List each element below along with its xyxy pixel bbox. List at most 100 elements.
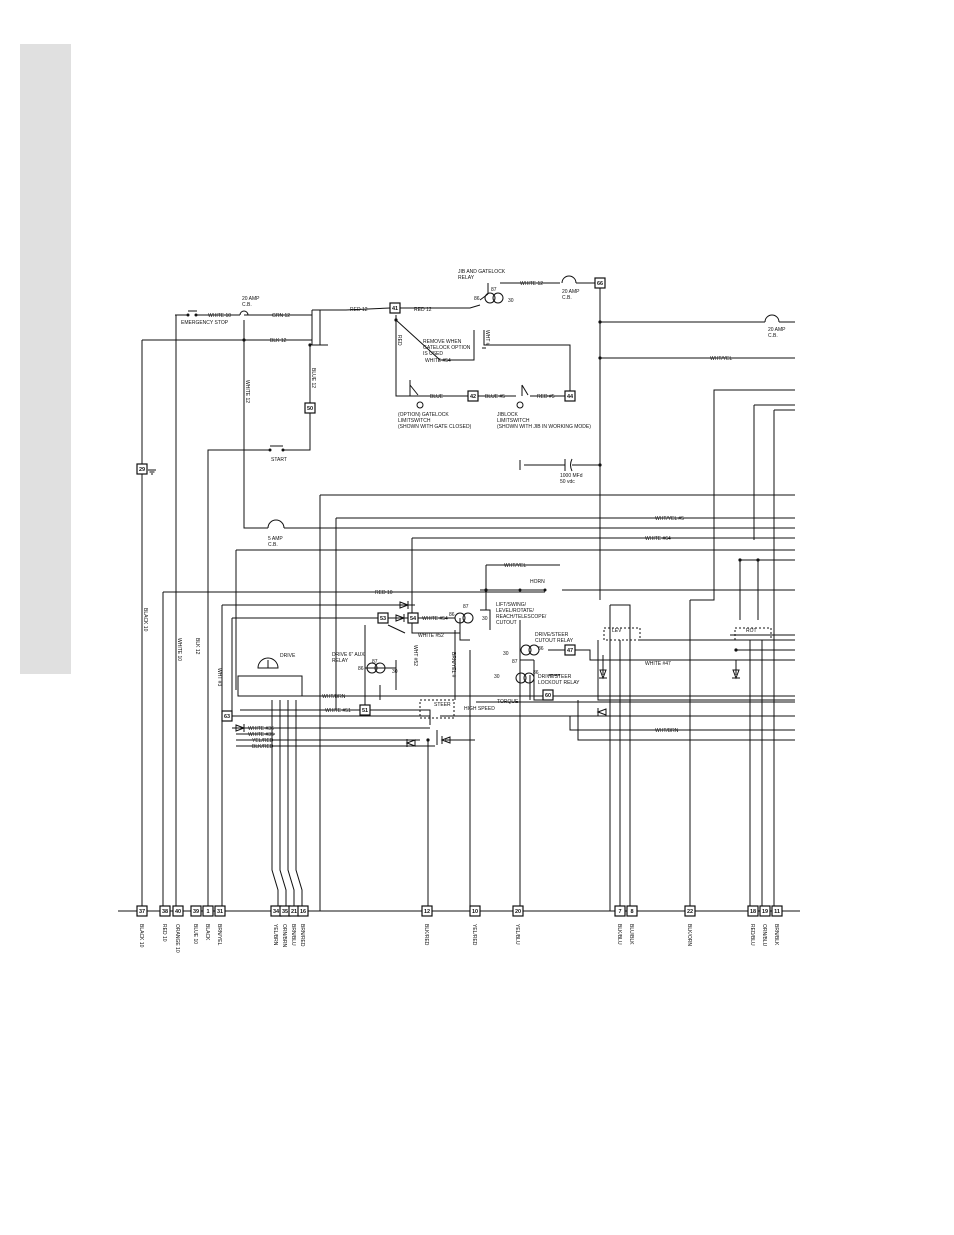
- component-symbols: [148, 275, 780, 747]
- bottom-terminal-wire-label: RED 10: [161, 924, 167, 942]
- terminal-44: 44: [564, 390, 576, 402]
- bottom-terminal-number: 16: [300, 909, 306, 915]
- bottom-terminal-number: 34: [273, 909, 280, 915]
- bottom-terminal-number: 37: [139, 909, 145, 915]
- lift-relay-pin-30: 30: [482, 616, 488, 622]
- wire-labels: WHITE 10 GRN 12 BLK 12 RED 12 RED 12 WHI…: [142, 281, 732, 750]
- wire-blue: BLUE: [430, 394, 444, 400]
- svg-text:47: 47: [567, 648, 573, 654]
- svg-text:63: 63: [224, 714, 230, 720]
- horn-label: HORN: [530, 579, 545, 585]
- wire-red-12-a: RED 12: [350, 307, 368, 313]
- bottom-terminal-wire-label: RED/BLU: [749, 924, 755, 946]
- wire-white-12-v: WHITE 12: [244, 380, 250, 403]
- svg-text:50: 50: [307, 406, 313, 412]
- wire-wht-yel-horn: WHT/YEL: [504, 563, 526, 569]
- svg-text:29: 29: [139, 467, 145, 473]
- wire-red-5: RED #5: [537, 394, 555, 400]
- bottom-terminal-number: 18: [750, 909, 756, 915]
- terminal-54: 54: [407, 612, 419, 624]
- bottom-terminal-number: 19: [762, 909, 768, 915]
- wire-white-10-v: WHITE 10: [176, 638, 182, 661]
- wire-white-12-jib: WHITE 12: [520, 281, 543, 287]
- wire-wht-v: WHT #3: [216, 668, 222, 686]
- wire-grn-12: GRN 12: [272, 313, 290, 319]
- terminal-53: 53: [377, 612, 389, 624]
- wire-wht-v2: WHT #: [484, 330, 490, 346]
- terminal-50: 50: [304, 402, 316, 414]
- high-speed-label: HIGH SPEED: [464, 706, 495, 712]
- bottom-terminal-number: 7: [618, 909, 621, 915]
- bottom-terminal-wire-label: BLK/RED: [423, 924, 429, 946]
- bottom-terminal-wire-label: BRN/BLK: [773, 924, 779, 946]
- bottom-terminal-number: 20: [515, 909, 521, 915]
- wire-blk-12: BLK 12: [270, 338, 287, 344]
- aux-relay-pin-86: 86: [358, 666, 364, 672]
- bottom-terminal-wire-label: BLU/BLK: [628, 924, 634, 945]
- lift-relay-label: LIFT/SWING/LEVEL/ROTATE/REACH/TELESCOPE/…: [496, 602, 547, 626]
- steer-label: STEER: [434, 702, 451, 708]
- svg-text:53: 53: [380, 616, 386, 622]
- torque-label: TORQUE: [497, 699, 519, 705]
- svg-text:44: 44: [567, 394, 574, 400]
- bottom-terminal-number: 12: [424, 909, 430, 915]
- wire-white-52: WHITE #52: [418, 633, 444, 639]
- bottom-terminal-number: 40: [175, 909, 181, 915]
- terminal-60: 60: [542, 689, 554, 701]
- wire-layer: [118, 282, 800, 912]
- bottom-terminal-wire-label: BLK/BLU: [616, 924, 622, 945]
- bottom-terminal-wire-label: BRN/YEL: [216, 924, 222, 946]
- bottom-terminal-wire-label: BLUE 10: [192, 924, 198, 944]
- lift-relay-pin-87: 87: [463, 604, 469, 610]
- bottom-terminal-wire-label: BRN/RED: [299, 924, 305, 947]
- wire-wht-yel-5: WHT/YEL #5: [655, 516, 684, 522]
- drive-label: DRIVE: [280, 653, 296, 659]
- bottom-terminal-wire-label: ORN/BRN: [281, 924, 287, 947]
- terminal-66: 66: [594, 277, 606, 289]
- bottom-terminal-number: 11: [774, 909, 780, 915]
- terminals: 41 66 50 42 44 29 53 54 51 63 47 60: [136, 277, 606, 722]
- terminal-51: 51: [359, 704, 371, 716]
- bottom-terminal-wire-label: BLK/ORN: [686, 924, 692, 946]
- aux-relay-pin-30: 30: [392, 669, 398, 675]
- aux-relay-pin-87: 87: [372, 659, 378, 665]
- svg-text:60: 60: [545, 693, 551, 699]
- rot-label: ROT: [746, 628, 757, 634]
- lockout-relay-pin-86: 86: [533, 670, 539, 676]
- wire-blue-12-v: BLUE 12: [310, 368, 316, 388]
- bottom-terminal-wire-label: BLACK 10: [138, 924, 144, 948]
- start-label: START: [271, 457, 287, 463]
- bottom-terminal-wire-label: BLACK: [204, 924, 210, 941]
- wire-wht-brn: WHT/BRN: [322, 694, 346, 700]
- wire-wht-52-v: WHT #52: [412, 645, 418, 666]
- wire-white-51: WHITE #51: [325, 708, 351, 714]
- page-side-tab: [20, 44, 71, 674]
- jib-relay-pin-86: 86: [474, 296, 480, 302]
- lockout-relay-pin-30: 30: [494, 674, 500, 680]
- wire-white-36: WHITE #36: [248, 726, 274, 732]
- bottom-terminal-number: 8: [630, 909, 633, 915]
- wire-white-47: WHITE #47: [645, 661, 671, 667]
- terminal-47: 47: [564, 644, 576, 656]
